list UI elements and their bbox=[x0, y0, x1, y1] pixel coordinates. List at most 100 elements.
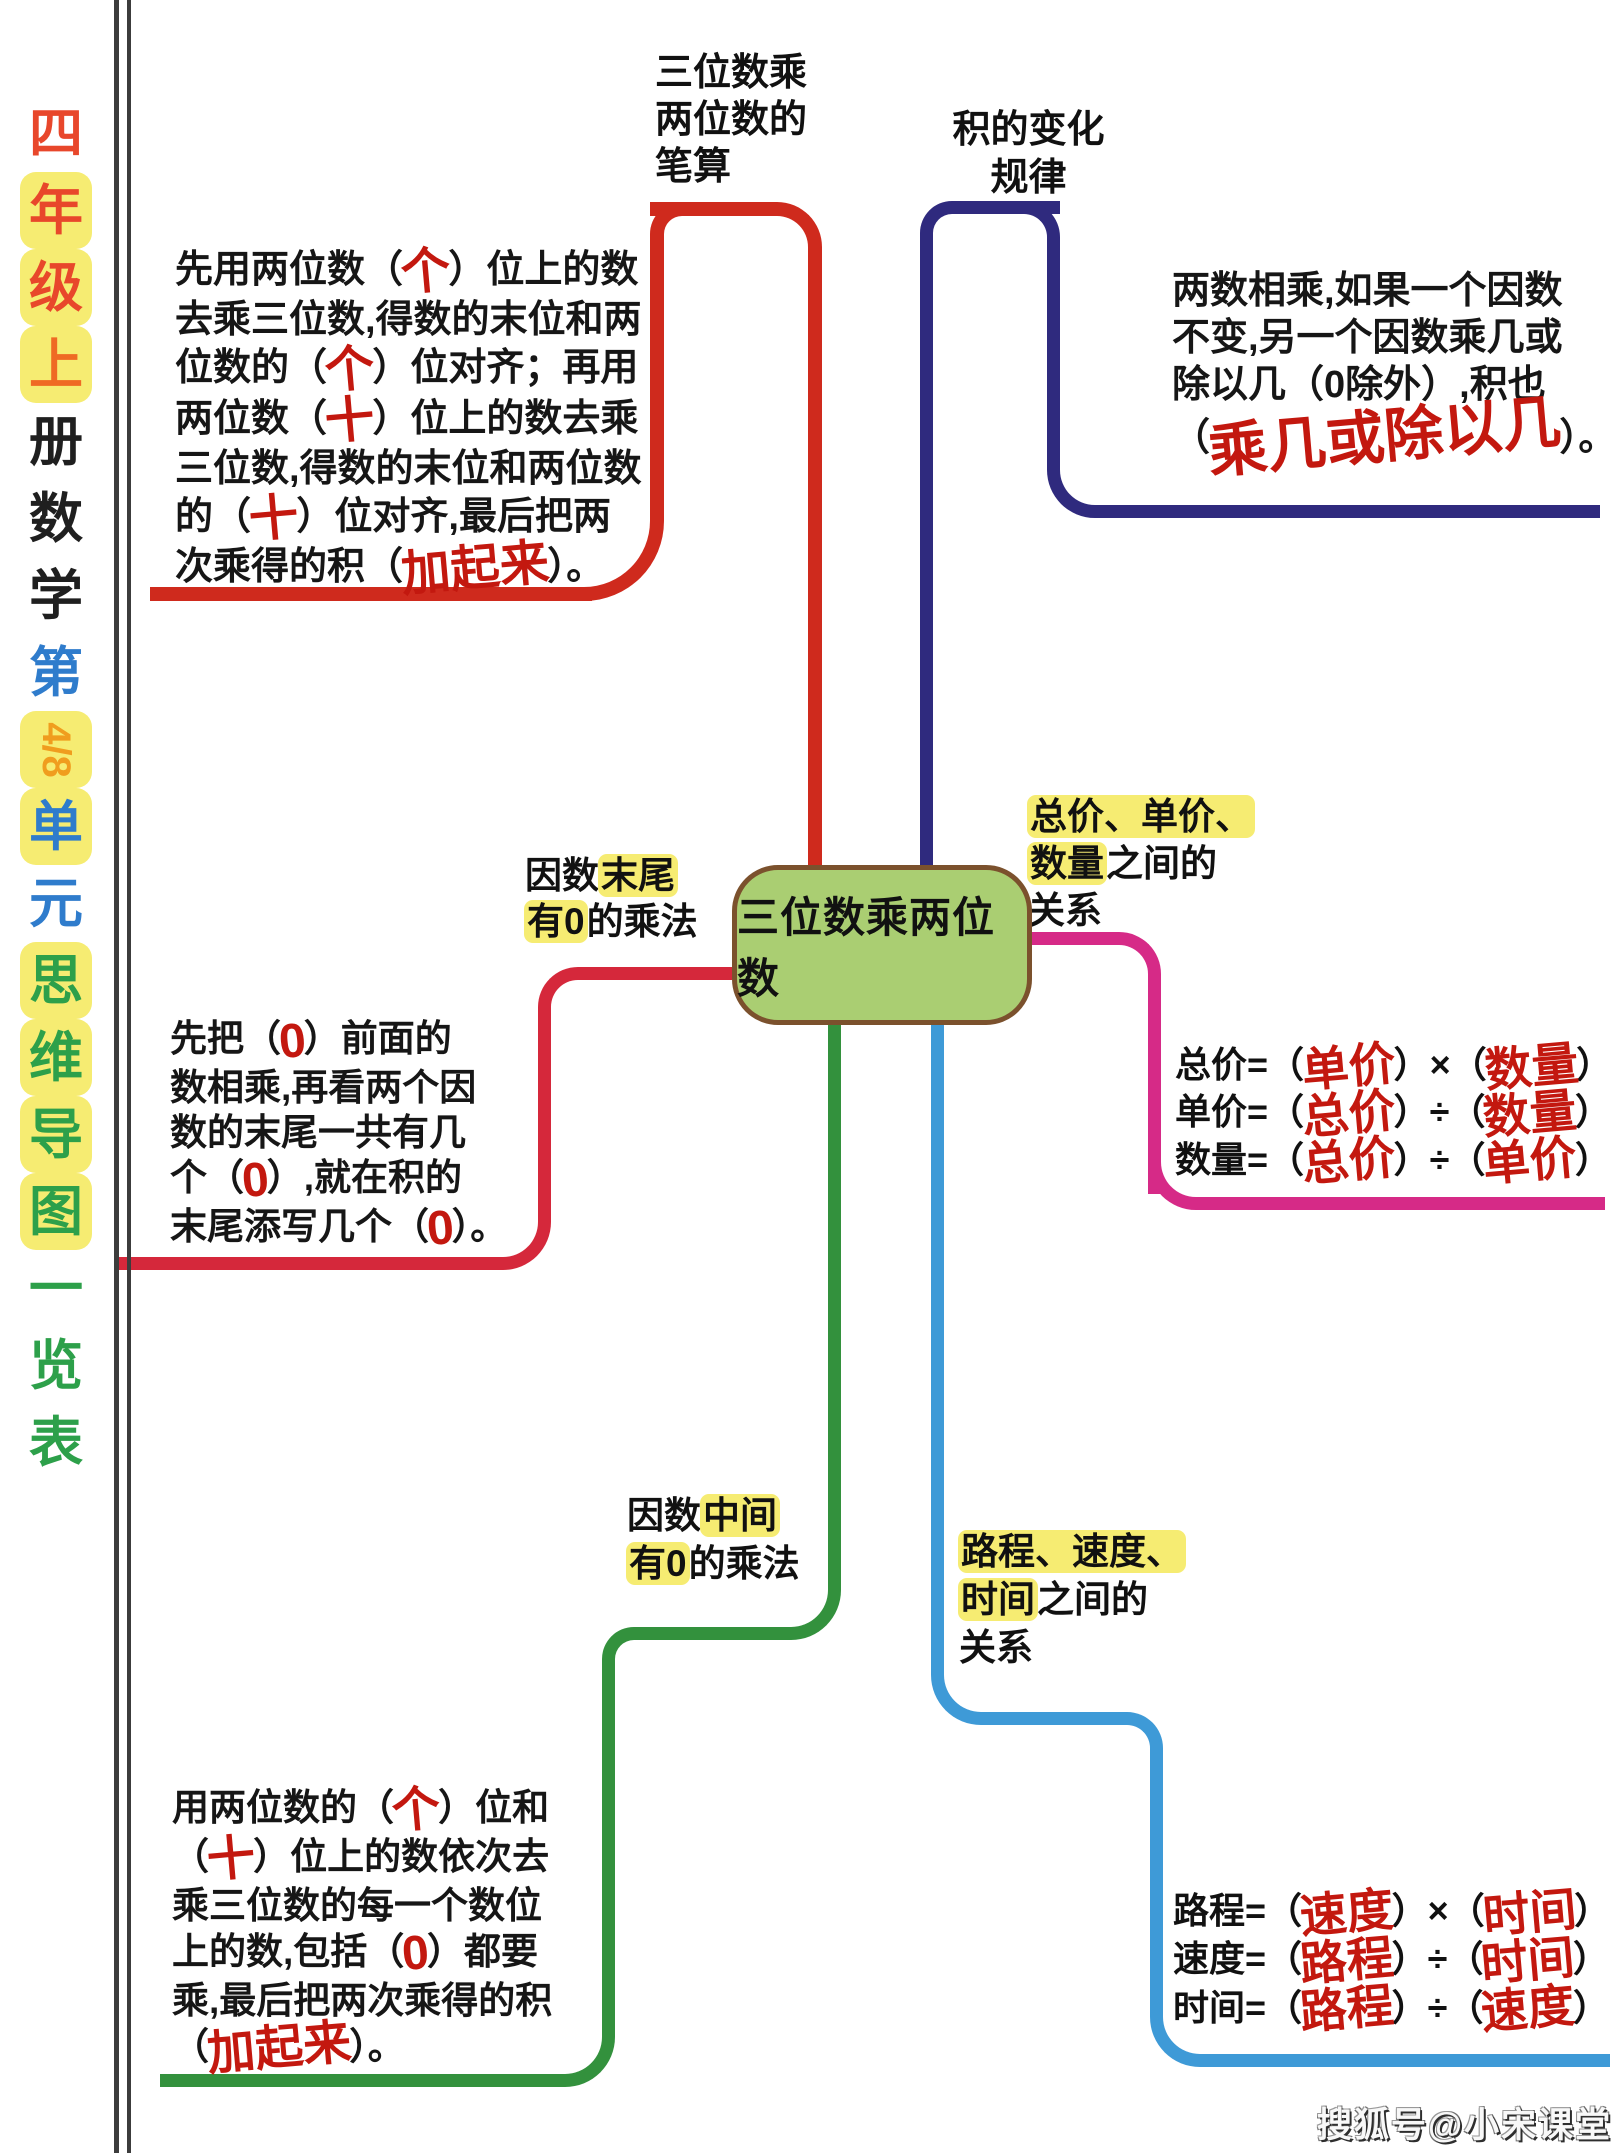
note-factor-tail-zero: 先把（0）前面的数相乘,再看两个因数的末尾一共有几个（0）,就在积的末尾添写几个… bbox=[170, 1013, 610, 1257]
text-run: 时间 bbox=[958, 1578, 1038, 1621]
text-run: 关系 bbox=[959, 1627, 1033, 1668]
branch-label-factor-middle-zero: 因数中间有0的乘法 bbox=[626, 1492, 800, 1588]
sidebar-char: 年 bbox=[20, 172, 92, 249]
text-run: 末尾添写几个（ bbox=[170, 1205, 429, 1247]
sidebar-char-glyph: 学 bbox=[29, 565, 83, 626]
handwritten-answer: 个 bbox=[389, 1780, 443, 1839]
handwritten-answer: 十 bbox=[322, 390, 377, 450]
watermark-sohu: 搜狐号@小宋课堂 bbox=[1317, 2106, 1613, 2145]
text-run: 乘,最后把两次乘得的积 bbox=[172, 1979, 553, 2021]
handwritten-answer: 个 bbox=[398, 241, 453, 301]
text-run: （ bbox=[172, 2025, 209, 2067]
text-run: ）×（ bbox=[1393, 1044, 1487, 1085]
text-run: 的（ bbox=[175, 495, 252, 538]
text-run: ） bbox=[1572, 1938, 1609, 1980]
sidebar-char: 上 bbox=[20, 326, 92, 403]
sidebar-char: 四 bbox=[20, 95, 92, 172]
sidebar-char-glyph: 四 bbox=[29, 103, 83, 164]
sidebar-char-glyph: 元 bbox=[29, 873, 83, 934]
note-written-method: 先用两位数（个）位上的数去乘三位数,得数的末位和两位数的（个）位对齐；再用两位数… bbox=[175, 241, 685, 603]
connector-product-change-bottombar bbox=[1100, 505, 1600, 518]
text-run: 三位数,得数的末位和两位数 bbox=[175, 447, 642, 490]
note-factor-middle-zero: 用两位数的（个）位和（十）位上的数依次去乘三位数的每一个数位上的数,包括（0）都… bbox=[172, 1780, 652, 2082]
page-margin-line bbox=[127, 0, 131, 2153]
handwritten-answer: 0 bbox=[424, 1200, 457, 1257]
handwritten-answer: 加起来 bbox=[204, 2015, 354, 2082]
text-run: 末尾 bbox=[598, 854, 678, 897]
connector-price-bottombar bbox=[1200, 1197, 1605, 1210]
handwritten-answer: 十 bbox=[246, 488, 301, 548]
branch-title-written-method: 三位数乘两位数的笔算 bbox=[655, 50, 807, 191]
text-run: 积的变化 bbox=[952, 109, 1105, 151]
sidebar-char: 维 bbox=[20, 1019, 92, 1096]
connector-tail-zero-bottombar bbox=[115, 1257, 493, 1270]
text-run: ） bbox=[1576, 1044, 1613, 1085]
sidebar-char: 一 bbox=[20, 1250, 92, 1327]
sidebar-char-glyph: 上 bbox=[29, 334, 83, 395]
sidebar-char-glyph: 一 bbox=[29, 1258, 83, 1319]
sidebar-char-glyph: 4/8 bbox=[33, 721, 78, 778]
text-run: 上的数,包括（ bbox=[172, 1930, 405, 1972]
text-run: 单价=（ bbox=[1175, 1091, 1305, 1133]
text-run: ）位和 bbox=[438, 1787, 550, 1828]
connector-middle-zero-v2 bbox=[602, 1678, 615, 2028]
text-run: 之间的 bbox=[1106, 843, 1217, 884]
text-run: 速度=（ bbox=[1173, 1938, 1303, 1980]
connector-middle-zero-v1 bbox=[828, 1022, 841, 1582]
sidebar-char-glyph: 单 bbox=[29, 796, 83, 857]
handwritten-answer: 加起来 bbox=[398, 534, 552, 603]
text-run: 的乘法 bbox=[688, 1543, 800, 1584]
text-run: 笔算 bbox=[655, 146, 732, 188]
text-run: 因数 bbox=[627, 1495, 701, 1536]
sidebar-char: 单 bbox=[20, 788, 92, 865]
text-run: ）。 bbox=[451, 1205, 508, 1247]
sidebar-char: 思 bbox=[20, 942, 92, 1019]
handwritten-answer: 乘几或除以几 bbox=[1205, 389, 1564, 486]
branch-title-product-change: 积的变化规律 bbox=[946, 106, 1111, 202]
connector-distance-v2 bbox=[1150, 1765, 1163, 2005]
sidebar-char: 数 bbox=[20, 480, 92, 557]
sidebar-char-glyph: 图 bbox=[29, 1181, 83, 1242]
text-run: ）位对齐；再用 bbox=[372, 347, 639, 390]
text-run: 三位数乘 bbox=[655, 52, 808, 94]
text-run: 两位数的 bbox=[655, 99, 808, 141]
text-run: （ bbox=[172, 1835, 209, 1877]
sidebar-char: 元 bbox=[20, 865, 92, 942]
text-run: 规律 bbox=[990, 157, 1067, 199]
text-run: 关系 bbox=[1028, 890, 1102, 931]
text-run: 数量=（ bbox=[1175, 1138, 1305, 1180]
sidebar-char: 览 bbox=[20, 1327, 92, 1404]
handwritten-answer: 0 bbox=[399, 1925, 432, 1982]
text-run: 因数 bbox=[525, 855, 599, 896]
text-run: 数相乘,再看两个因 bbox=[170, 1066, 477, 1108]
text-run: （ bbox=[1172, 416, 1211, 459]
text-run: ） bbox=[1574, 1890, 1611, 1931]
text-run: 总价、单价、 bbox=[1027, 795, 1255, 838]
sidebar-char: 图 bbox=[20, 1173, 92, 1250]
text-run: ）÷（ bbox=[1393, 1138, 1486, 1180]
text-run: 时间=（ bbox=[1173, 1986, 1303, 2028]
connector-distance-v1 bbox=[931, 1022, 944, 1657]
text-run: 总价=（ bbox=[1175, 1044, 1305, 1085]
text-run: 先用两位数（ bbox=[175, 249, 404, 291]
handwritten-answer: 总价 bbox=[1299, 1131, 1398, 1192]
formulas-price-relation: 总价=（单价）×（数量）单价=（总价）÷（数量）数量=（总价）÷（单价） bbox=[1175, 1037, 1613, 1192]
text-run: 除以几（0除外）,积也 bbox=[1172, 364, 1546, 406]
text-run: 两位数（ bbox=[175, 397, 328, 440]
branch-label-factor-tail-zero: 因数末尾有0的乘法 bbox=[524, 853, 698, 945]
connector-middle-zero-h2 bbox=[160, 2074, 560, 2087]
text-run: ）都要 bbox=[427, 1930, 539, 1972]
sidebar-char-glyph: 册 bbox=[29, 411, 83, 472]
text-run: ）。 bbox=[349, 2025, 405, 2067]
connector-distance-c2 bbox=[1100, 1712, 1163, 1772]
text-run: ）位上的数依次去 bbox=[253, 1835, 550, 1877]
handwritten-answer: 单价 bbox=[1481, 1131, 1580, 1192]
sidebar-char: 册 bbox=[20, 403, 92, 480]
connector-middle-zero-c2 bbox=[602, 1627, 657, 1683]
handwritten-answer: 十 bbox=[204, 1829, 258, 1888]
text-run: 先把（ bbox=[170, 1018, 281, 1059]
handwritten-answer: 路程 bbox=[1297, 1979, 1396, 2040]
sidebar-char-glyph: 览 bbox=[29, 1335, 83, 1396]
text-run: 去乘三位数,得数的末位和两 bbox=[175, 299, 642, 342]
text-run: 数量 bbox=[1027, 842, 1107, 885]
